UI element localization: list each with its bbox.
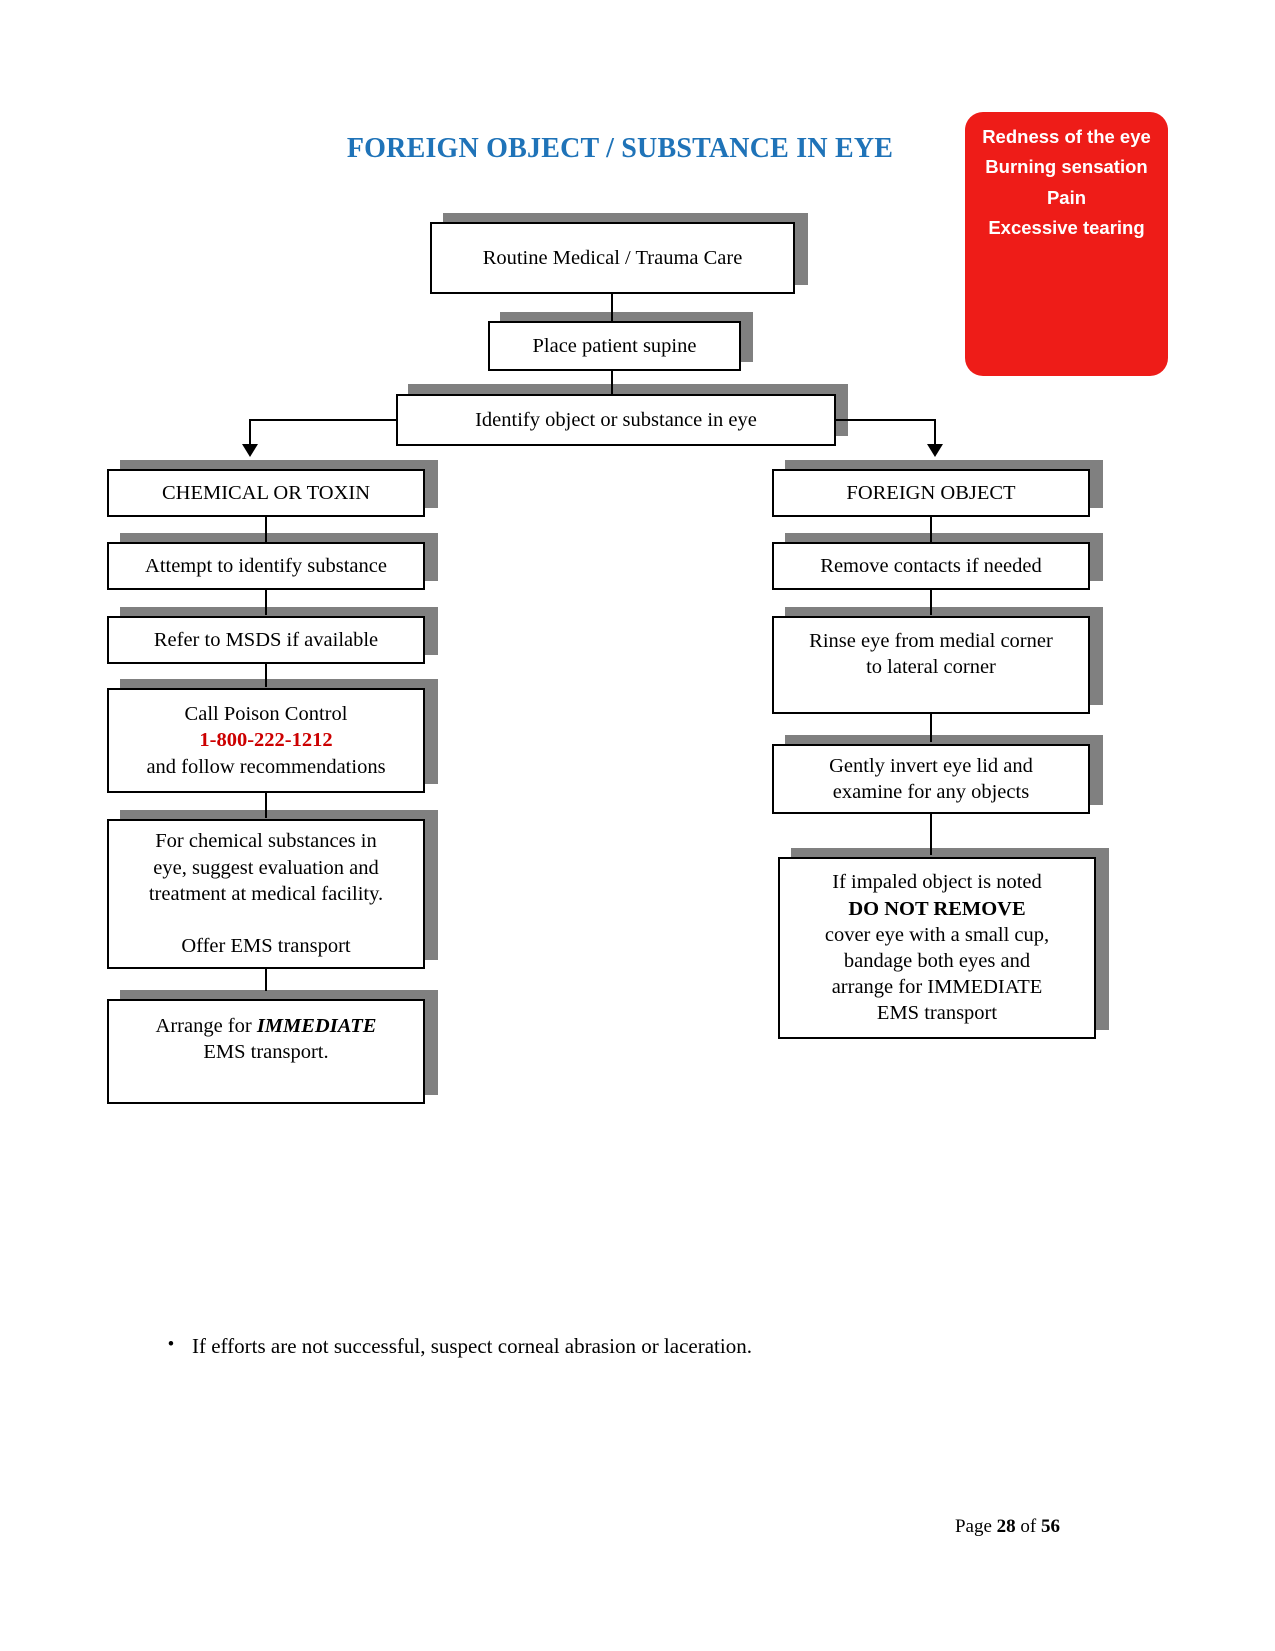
node-label: Attempt to identify substance bbox=[145, 554, 387, 577]
symptom-callout-card: Redness of the eye Burning sensation Pai… bbox=[965, 112, 1168, 376]
invert-line-1: Gently invert eye lid and bbox=[829, 754, 1033, 777]
node-label: Refer to MSDS if available bbox=[153, 628, 379, 651]
node-refer-msds: Refer to MSDS if available bbox=[107, 616, 425, 664]
arrange-prefix: Arrange for bbox=[155, 1015, 257, 1037]
connector-chem-4 bbox=[265, 793, 267, 818]
node-foreign-object: FOREIGN OBJECT bbox=[772, 469, 1090, 517]
impaled-line-6: EMS transport bbox=[876, 1002, 998, 1025]
connector-fo-4 bbox=[930, 814, 932, 855]
footer-total-pages: 56 bbox=[1041, 1516, 1060, 1537]
node-label: Routine Medical / Trauma Care bbox=[482, 246, 743, 269]
impaled-line-1: If impaled object is noted bbox=[832, 871, 1042, 894]
impaled-line-5: arrange for IMMEDIATE bbox=[831, 976, 1043, 999]
page-title: FOREIGN OBJECT / SUBSTANCE IN EYE bbox=[346, 133, 894, 164]
node-attempt-identify-substance: Attempt to identify substance bbox=[107, 542, 425, 590]
node-label: Remove contacts if needed bbox=[820, 554, 1042, 577]
node-invert-eye-lid: Gently invert eye lid and examine for an… bbox=[772, 744, 1090, 814]
notes-list: • If efforts are not successful, suspect… bbox=[150, 1334, 1050, 1359]
node-routine-care: Routine Medical / Trauma Care bbox=[430, 222, 795, 294]
node-label-block: If impaled object is noted DO NOT REMOVE… bbox=[780, 869, 1094, 1026]
arrange-emphasis: IMMEDIATE bbox=[256, 1015, 377, 1037]
connector-fo-2 bbox=[930, 590, 932, 615]
arrange-suffix: EMS transport. bbox=[203, 1041, 329, 1064]
impaled-line-3: cover eye with a small cup, bbox=[824, 923, 1050, 946]
chem-eval-line-4: Offer EMS transport bbox=[181, 935, 351, 958]
arrowhead-left-branch bbox=[242, 444, 258, 457]
connector-routine-to-supine bbox=[611, 294, 613, 321]
connector-fo-1 bbox=[930, 517, 932, 542]
node-place-supine: Place patient supine bbox=[488, 321, 741, 371]
bullet-icon: • bbox=[167, 1334, 175, 1355]
connector-chem-2 bbox=[265, 590, 267, 615]
node-label-block: For chemical substances in eye, suggest … bbox=[109, 828, 423, 959]
symptom-item-tearing: Excessive tearing bbox=[988, 217, 1145, 239]
node-arrange-immediate-ems: Arrange for IMMEDIATE EMS transport. bbox=[107, 999, 425, 1104]
symptom-item-redness: Redness of the eye bbox=[982, 126, 1151, 147]
connector-branch-right-vertical bbox=[934, 419, 936, 448]
node-rinse-eye: Rinse eye from medial corner to lateral … bbox=[772, 616, 1090, 714]
poison-line-3: and follow recommendations bbox=[146, 755, 386, 778]
node-remove-contacts: Remove contacts if needed bbox=[772, 542, 1090, 590]
impaled-line-4: bandage both eyes and bbox=[843, 950, 1031, 972]
footer-label-page: Page bbox=[954, 1516, 992, 1537]
connector-fo-3 bbox=[930, 714, 932, 742]
page-footer: Page 28 of 56 bbox=[0, 1516, 1060, 1538]
poison-control-phone-number: 1-800-222-1212 bbox=[199, 729, 333, 752]
list-item: • If efforts are not successful, suspect… bbox=[150, 1334, 1050, 1359]
arrowhead-right-branch bbox=[927, 444, 943, 457]
node-label-block: Gently invert eye lid and examine for an… bbox=[774, 753, 1088, 805]
note-text: If efforts are not successful, suspect c… bbox=[192, 1334, 752, 1358]
chem-eval-line-1: For chemical substances in bbox=[155, 830, 377, 853]
node-label-block: Call Poison Control 1-800-222-1212 and f… bbox=[109, 701, 423, 780]
connector-branch-left-horizontal bbox=[249, 419, 398, 421]
connector-chem-3 bbox=[265, 664, 267, 687]
connector-branch-left-vertical bbox=[249, 419, 251, 448]
footer-current-page: 28 bbox=[996, 1516, 1016, 1537]
node-label: FOREIGN OBJECT bbox=[846, 481, 1016, 504]
node-chemical-evaluation: For chemical substances in eye, suggest … bbox=[107, 819, 425, 969]
connector-chem-5 bbox=[265, 969, 267, 991]
rinse-line-1: Rinse eye from medial corner bbox=[809, 630, 1053, 652]
node-label-block: Rinse eye from medial corner to lateral … bbox=[774, 628, 1088, 680]
symptom-item-burning: Burning sensation bbox=[985, 156, 1148, 178]
footer-label-of: of bbox=[1020, 1516, 1037, 1537]
connector-branch-right-horizontal bbox=[834, 419, 936, 421]
node-label: Identify object or substance in eye bbox=[475, 408, 757, 431]
node-label: CHEMICAL OR TOXIN bbox=[161, 481, 371, 504]
connector-chem-1 bbox=[265, 517, 267, 542]
chem-eval-line-3: treatment at medical facility. bbox=[148, 882, 384, 905]
symptom-item-pain: Pain bbox=[1046, 186, 1087, 208]
connector-supine-to-identify bbox=[611, 371, 613, 394]
node-identify-object: Identify object or substance in eye bbox=[396, 394, 836, 446]
poison-line-1: Call Poison Control bbox=[184, 703, 348, 726]
rinse-line-2: to lateral corner bbox=[866, 656, 996, 679]
impaled-do-not-remove: DO NOT REMOVE bbox=[848, 897, 1026, 920]
chem-eval-line-2: eye, suggest evaluation and bbox=[153, 856, 379, 879]
node-chemical-or-toxin: CHEMICAL OR TOXIN bbox=[107, 469, 425, 517]
node-label-block: Arrange for IMMEDIATE EMS transport. bbox=[109, 1013, 423, 1065]
node-call-poison-control: Call Poison Control 1-800-222-1212 and f… bbox=[107, 688, 425, 793]
invert-line-2: examine for any objects bbox=[832, 781, 1030, 803]
node-impaled-object: If impaled object is noted DO NOT REMOVE… bbox=[778, 857, 1096, 1039]
node-label: Place patient supine bbox=[532, 334, 697, 357]
